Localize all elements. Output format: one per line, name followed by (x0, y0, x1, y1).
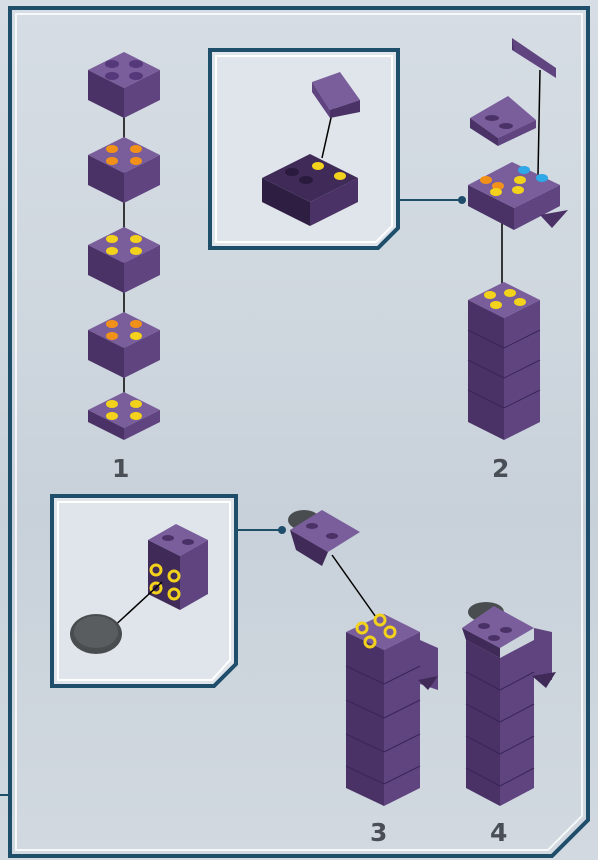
step-3-callout (50, 494, 286, 688)
brick-2x2 (88, 312, 160, 378)
brick-2x2 (88, 227, 160, 293)
step-number-2: 2 (492, 454, 510, 483)
step-2-callout (208, 48, 466, 250)
step-3-assembly (288, 510, 438, 806)
step-2-assembly (467, 38, 568, 440)
brick-2x2 (88, 52, 160, 118)
step-number-1: 1 (112, 454, 130, 483)
brick-2x2 (88, 137, 160, 203)
page-frame (8, 6, 590, 858)
page-frame-inner (15, 13, 583, 851)
step-number-4: 4 (490, 818, 508, 847)
step-4-assembly (462, 602, 556, 806)
step-1-assembly (88, 52, 160, 440)
plate-2x2 (88, 392, 160, 440)
step-number-3: 3 (370, 818, 388, 847)
